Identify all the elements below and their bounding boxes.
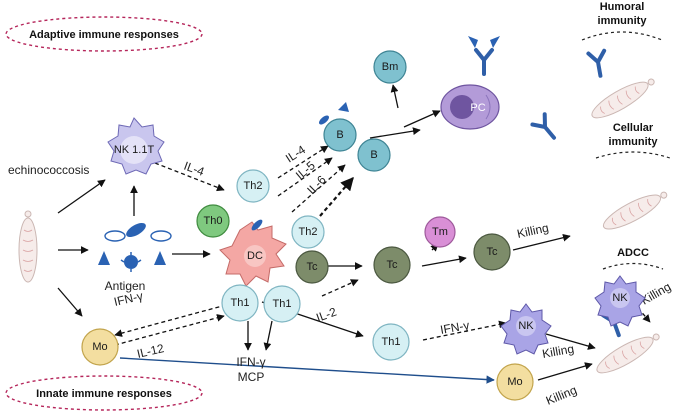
cell-th1-b: Th1 [263, 285, 301, 323]
adcc-header-text: ADCC [617, 247, 649, 259]
antibody-icon [586, 48, 611, 80]
cell-mo-b: Mo [496, 363, 534, 401]
cell-mo-b-label: Mo [507, 376, 522, 388]
humoral-header-line1: Humoral [600, 1, 645, 13]
cell-b2: B [357, 138, 391, 172]
antibody-icon [468, 36, 500, 76]
parasite-cellular [599, 185, 672, 236]
cell-dc-label: DC [247, 250, 263, 262]
innate-header-text: Innate immune responses [36, 388, 172, 400]
label-killing-mo: Killing [544, 383, 579, 408]
cell-th1-b-label: Th1 [273, 298, 292, 310]
cell-nk11t-label: NK 1.1T [114, 144, 155, 156]
cellular-header-line1: Cellular [613, 122, 654, 134]
antigen-cluster [98, 223, 172, 272]
cell-th0: Th0 [196, 204, 230, 238]
label-killing-tc: Killing [516, 221, 550, 241]
adaptive-header-text: Adaptive immune responses [29, 29, 179, 41]
cell-pc: PC [440, 84, 500, 130]
label-killing-nk-upper: Killing [639, 279, 674, 307]
adcc-header: ADCC [602, 247, 664, 270]
antibody-icon [530, 112, 563, 145]
parasite-adcc [592, 327, 664, 380]
cell-tc-b-label: Tc [387, 259, 399, 271]
cell-bm-label: Bm [382, 61, 399, 73]
cell-th1-c: Th1 [372, 323, 410, 361]
label-ifn-mo: IFN-γ [113, 289, 145, 309]
cell-b1-label: B [336, 129, 343, 141]
cell-th1-a: Th1 [221, 284, 259, 322]
cell-tc-a-label: Tc [307, 261, 319, 273]
cell-nk-b-label: NK [612, 292, 628, 304]
label-mcp: MCP [238, 370, 265, 384]
label-il2: IL-2 [314, 304, 339, 324]
cell-th2-a-label: Th2 [244, 180, 263, 192]
humoral-header: Humoral immunity [581, 1, 663, 41]
label-il4-dc: IL-4 [182, 159, 207, 179]
echinococcosis-label: echinococcosis [8, 163, 89, 177]
cell-pc-label: PC [470, 102, 485, 114]
label-ifn-nk: IFN-γ [439, 318, 470, 337]
arrows [57, 84, 651, 384]
cellular-header: Cellular immunity [595, 122, 671, 159]
label-ifn-mcp: IFN-γ [236, 355, 265, 369]
cell-nk11t: NK 1.1T [107, 117, 165, 175]
cell-th1-c-label: Th1 [382, 336, 401, 348]
cell-nk-b: NK [594, 275, 646, 327]
cell-th2-b-label: Th2 [299, 226, 318, 238]
cell-tc-b: Tc [373, 246, 411, 284]
label-il12: IL-12 [136, 341, 166, 361]
cell-th2-b: Th2 [291, 215, 325, 249]
parasite-humoral [587, 72, 659, 125]
antigen-label: Antigen [105, 279, 146, 293]
innate-header: Innate immune responses [5, 375, 203, 411]
cell-tm-label: Tm [432, 226, 448, 238]
cell-th1-a-label: Th1 [231, 297, 250, 309]
cell-dc: DC [219, 219, 287, 287]
cell-b2-label: B [370, 149, 377, 161]
cell-tc-a: Tc [295, 250, 329, 284]
cell-tm: Tm [424, 216, 456, 248]
adaptive-header: Adaptive immune responses [5, 16, 203, 52]
label-killing-nk-mid: Killing [541, 342, 575, 361]
cell-bm: Bm [373, 50, 407, 84]
cell-nk-a: NK [500, 303, 552, 355]
cell-tc-c: Tc [473, 233, 511, 271]
cell-th2-a: Th2 [236, 169, 270, 203]
cell-b1: B [319, 102, 357, 152]
humoral-header-line2: immunity [598, 15, 648, 27]
cell-tc-c-label: Tc [487, 246, 499, 258]
parasite-echinococcus [18, 210, 38, 283]
cell-nk-a-label: NK [518, 320, 534, 332]
cell-mo-a-label: Mo [92, 341, 107, 353]
cell-mo-a: Mo [81, 328, 119, 366]
cell-th0-label: Th0 [204, 215, 223, 227]
cellular-header-line2: immunity [609, 136, 659, 148]
